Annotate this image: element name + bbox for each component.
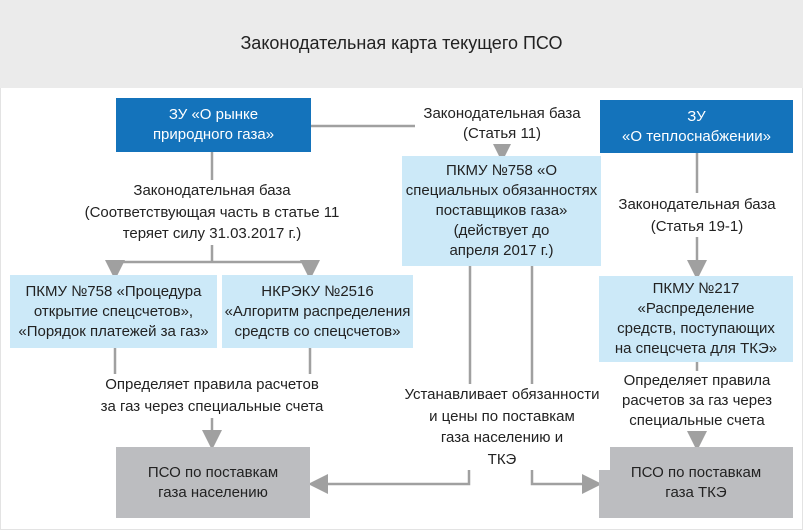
connector <box>530 466 602 494</box>
label-base-article-19-1: Законодательная база (Статья 19-1) <box>607 194 787 237</box>
label-obligations: Устанавливает обязанности и цены по пост… <box>394 384 610 470</box>
node-pso-tke: ПСО по поставкам газа ТКЭ <box>599 447 793 518</box>
node-pkmu758-special: ПКМУ №758 «О специальных обязанностях по… <box>402 156 601 266</box>
header <box>0 0 803 88</box>
label-base-article-11: Законодательная база (Статья 11) <box>415 104 589 144</box>
diagram-title: Законодательная карта текущего ПСО <box>240 33 563 53</box>
label-rules-left: Определяет правила расчетов за газ через… <box>80 374 344 417</box>
node-zu-gas-market: ЗУ «О рынке природного газа» <box>116 98 311 152</box>
node-zu-heat-supply: ЗУ «О теплоснабжении» <box>600 100 793 153</box>
connector <box>113 348 312 375</box>
node-pso-population: ПСО по поставкам газа населению <box>116 447 310 518</box>
connector <box>468 266 534 385</box>
label-rules-right: Определяет правила расчетов за газ через… <box>607 371 787 431</box>
node-pkmu758-procedure: ПКМУ №758 «Процедура открытие спецсчетов… <box>10 275 217 348</box>
label-base-article-11-part: Законодательная база (Соответствующая ча… <box>62 180 362 245</box>
node-nkreku2516: НКРЭКУ №2516 «Алгоритм распределения сре… <box>222 275 413 348</box>
connector <box>308 466 471 494</box>
node-pkmu217: ПКМУ №217 «Распределение средств, поступ… <box>599 276 793 362</box>
